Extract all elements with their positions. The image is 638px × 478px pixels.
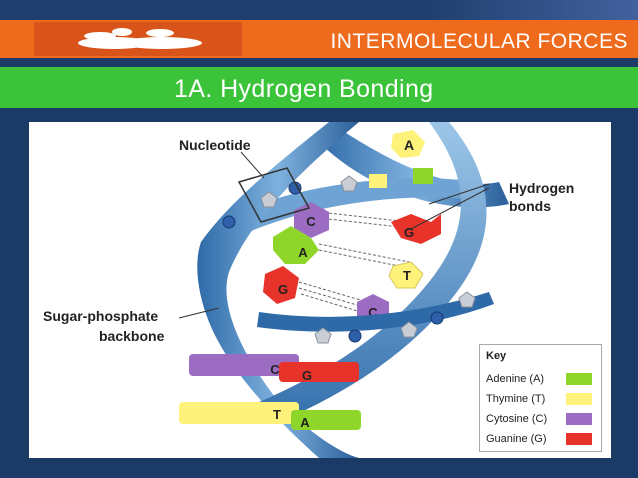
base-thymine-top <box>369 174 387 188</box>
adenine-swatch <box>566 373 592 385</box>
key-item-adenine: Adenine (A) <box>486 371 544 387</box>
top-glow <box>420 0 638 20</box>
backbone-strand-back-lower <box>259 122 487 422</box>
cytosine-swatch <box>566 413 592 425</box>
base-adenine-top <box>413 168 433 184</box>
callout-lines <box>178 151 490 319</box>
rod-thymine <box>179 402 299 424</box>
base-label-c3: C <box>270 362 280 377</box>
nucleotide-label: Nucleotide <box>179 137 251 153</box>
base-thymine <box>388 261 424 289</box>
backbone-label-line2: backbone <box>99 328 165 344</box>
backbone-label-line1: Sugar-phosphate <box>43 308 159 324</box>
hydrogen-bonds-label-line2: bonds <box>509 198 551 214</box>
key-item-thymine: Thymine (T) <box>486 391 545 407</box>
top-strip <box>0 0 638 20</box>
subtitle-bar <box>0 67 638 108</box>
base-adenine-top-label-bg <box>391 130 425 158</box>
base-cytosine <box>294 202 329 238</box>
key-item-label: Thymine (T) <box>486 393 546 405</box>
base-label-g3: G <box>302 368 312 383</box>
logo-box <box>34 22 242 56</box>
backbone-band <box>257 292 494 332</box>
dna-figure: C G A T G C <box>29 122 611 458</box>
base-label-t3: T <box>273 407 281 422</box>
base-label-g2: G <box>278 282 288 297</box>
base-label-g1: G <box>404 225 414 240</box>
rod-adenine <box>291 410 361 430</box>
key-item-guanine: Guanine (G) <box>486 431 547 447</box>
nucleotide-outline <box>237 167 311 223</box>
logo-icon <box>78 28 202 49</box>
base-label-c1: C <box>306 214 316 229</box>
thymine-swatch <box>566 393 592 405</box>
backbone-strand-front <box>197 122 359 458</box>
base-label-t1: T <box>403 268 411 283</box>
base-label-a-top: A <box>404 137 414 153</box>
base-label-a3: A <box>300 415 310 430</box>
header-title: INTERMOLECULAR FORCES <box>330 30 628 53</box>
key-item-label: Adenine (A) <box>486 373 545 385</box>
base-guanine <box>263 266 299 304</box>
rod-cytosine <box>189 354 299 376</box>
key-item-label: Guanine (G) <box>486 433 547 445</box>
rod-guanine <box>279 362 359 382</box>
base-guanine <box>391 214 441 244</box>
base-label-c2: C <box>368 305 378 320</box>
key-item-cytosine: Cytosine (C) <box>486 411 547 427</box>
sugar-pentagons <box>260 175 476 344</box>
base-adenine <box>273 226 319 264</box>
key-item-label: Cytosine (C) <box>486 413 548 425</box>
key-title: Key <box>486 350 507 362</box>
phosphate-beads <box>222 181 444 343</box>
hydrogen-bonds-label-line1: Hydrogen <box>509 180 575 196</box>
dna-helix-diagram: C G A T G C <box>178 122 509 458</box>
backbone-strand-back <box>239 178 479 232</box>
base-label-a1: A <box>298 245 308 260</box>
guanine-swatch <box>566 433 592 445</box>
slide-subtitle: 1A. Hydrogen Bonding <box>174 75 434 103</box>
key-legend: Key Adenine (A) Thymine (T) Cytosine (C)… <box>479 344 602 452</box>
